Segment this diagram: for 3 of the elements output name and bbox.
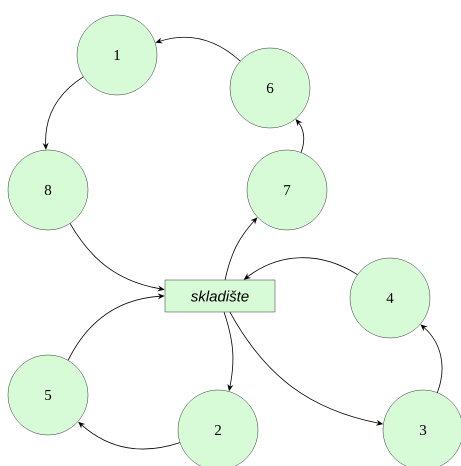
arrow: [78, 422, 180, 450]
arrow: [296, 119, 304, 153]
storage-box: skladište: [164, 280, 276, 312]
